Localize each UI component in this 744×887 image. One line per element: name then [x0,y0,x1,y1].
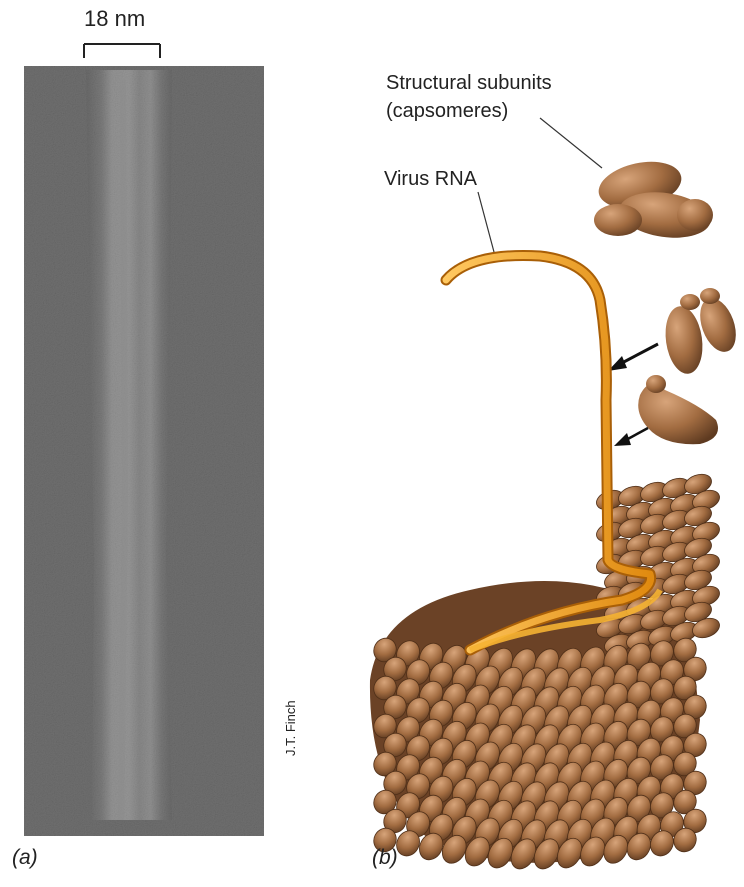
panel-b-caption: (b) [372,846,398,870]
capsid-cylinder [370,471,723,873]
assembly-arrow-lower [614,428,648,446]
structural-subunits-label: Structural subunits [386,72,552,95]
panel-a-caption: (a) [12,846,38,870]
capsomere-single-lower [638,375,718,444]
assembly-arrow-upper [608,344,658,371]
scale-bar [84,44,160,58]
capsomeres-label: (capsomeres) [386,100,508,123]
micrograph-panel [24,66,264,836]
capsomere-pair-middle [661,288,742,376]
scale-bar-label: 18 nm [84,6,145,31]
capsomere-cluster-top [594,155,714,243]
photo-credit: J.T. Finch [284,700,299,756]
virus-rna-label: Virus RNA [384,168,477,191]
leader-lines [478,118,602,252]
